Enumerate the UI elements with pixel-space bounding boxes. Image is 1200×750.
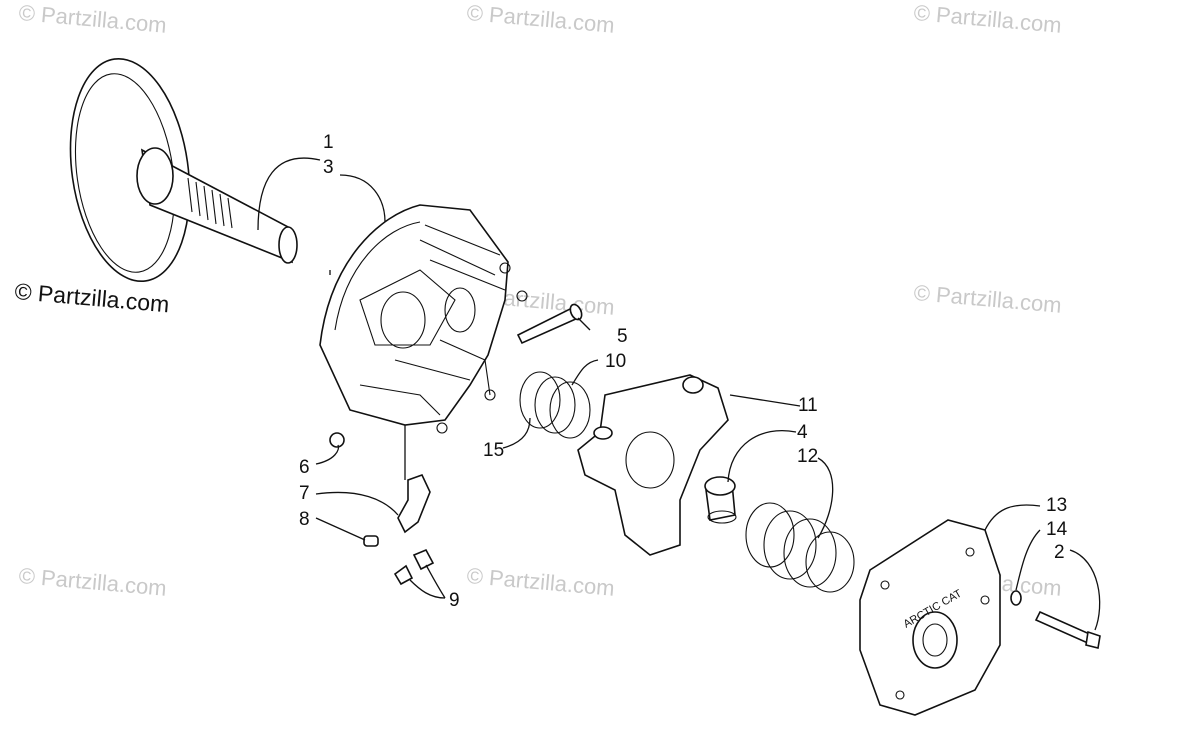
callout-13: 13 — [1046, 495, 1067, 516]
arm-bracket[interactable] — [577, 374, 729, 556]
callout-6: 6 — [299, 457, 310, 478]
callout-5: 5 — [617, 326, 628, 347]
clutch-housing[interactable] — [319, 204, 528, 434]
sheave-with-shaft[interactable] — [57, 51, 298, 289]
callout-11: 11 — [798, 395, 818, 416]
callout-12: 12 — [797, 446, 818, 467]
callout-10: 10 — [605, 351, 626, 372]
washer[interactable] — [1010, 590, 1022, 606]
callout-1: 1 — [323, 132, 334, 153]
pin[interactable] — [363, 535, 379, 547]
pin-bolt[interactable] — [516, 303, 584, 345]
large-spring[interactable] — [745, 502, 855, 593]
roller-arm[interactable] — [397, 474, 431, 534]
cap-screw[interactable] — [1034, 610, 1101, 649]
cover-plate[interactable]: ARCTIC CAT — [859, 519, 1001, 716]
callout-4: 4 — [797, 422, 808, 443]
nut[interactable] — [329, 432, 345, 448]
callout-7: 7 — [299, 483, 310, 504]
leader-lines — [257, 157, 1101, 631]
callout-3: 3 — [323, 157, 334, 178]
callout-14: 14 — [1046, 519, 1068, 540]
callout-8: 8 — [299, 509, 310, 530]
callout-2: 2 — [1054, 542, 1065, 563]
washer-pair[interactable] — [393, 548, 435, 586]
callout-9: 9 — [449, 590, 460, 611]
callout-15: 15 — [483, 440, 504, 461]
small-spring[interactable] — [519, 371, 591, 439]
bushing[interactable] — [704, 476, 737, 524]
